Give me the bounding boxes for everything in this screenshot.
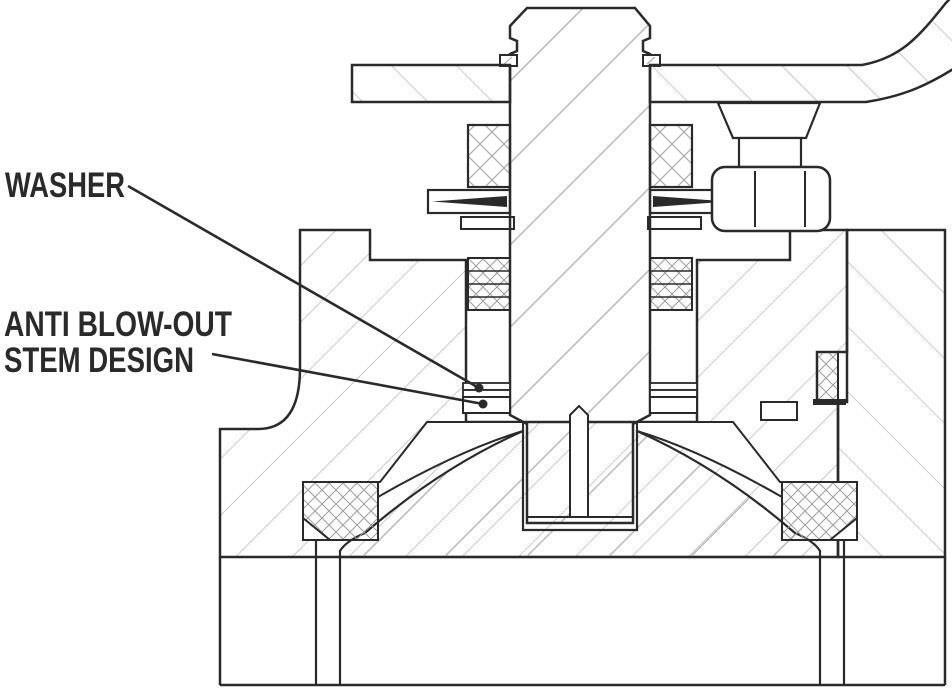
body-seal-gap [813, 399, 846, 405]
washer-leader [127, 184, 480, 390]
stem [508, 6, 652, 525]
seat-ring-right [781, 481, 858, 541]
flow-bore-lines [218, 541, 947, 687]
washer-label: WASHER [5, 166, 125, 205]
washer-and-shoulder [462, 382, 698, 414]
body-seal [816, 351, 839, 403]
gland-bushing-left [466, 123, 512, 189]
end-connector-step [760, 401, 798, 421]
handle-left [350, 63, 512, 104]
hex-nut [710, 165, 832, 233]
washer-leader-dot [474, 383, 484, 393]
gland-bushing-right [648, 123, 694, 189]
nut-stud [737, 136, 803, 169]
stem-nut-assembly [710, 101, 832, 233]
anti-blowout-leader-dot [478, 399, 488, 409]
anti-static-pin [569, 404, 589, 518]
anti-blowout-leader [211, 352, 484, 406]
stem-collar-right [647, 216, 702, 230]
seat-ring-left [302, 481, 379, 541]
stem-collar-left [460, 216, 515, 230]
anti-blowout-label-line2: STEM DESIGN [4, 341, 194, 380]
leader-lines [127, 184, 484, 406]
body-end-connector [836, 228, 947, 559]
handle-adapter [716, 101, 822, 140]
anti-blowout-label-line1: ANTI BLOW-OUT [4, 305, 232, 344]
handle-right [648, 0, 952, 104]
